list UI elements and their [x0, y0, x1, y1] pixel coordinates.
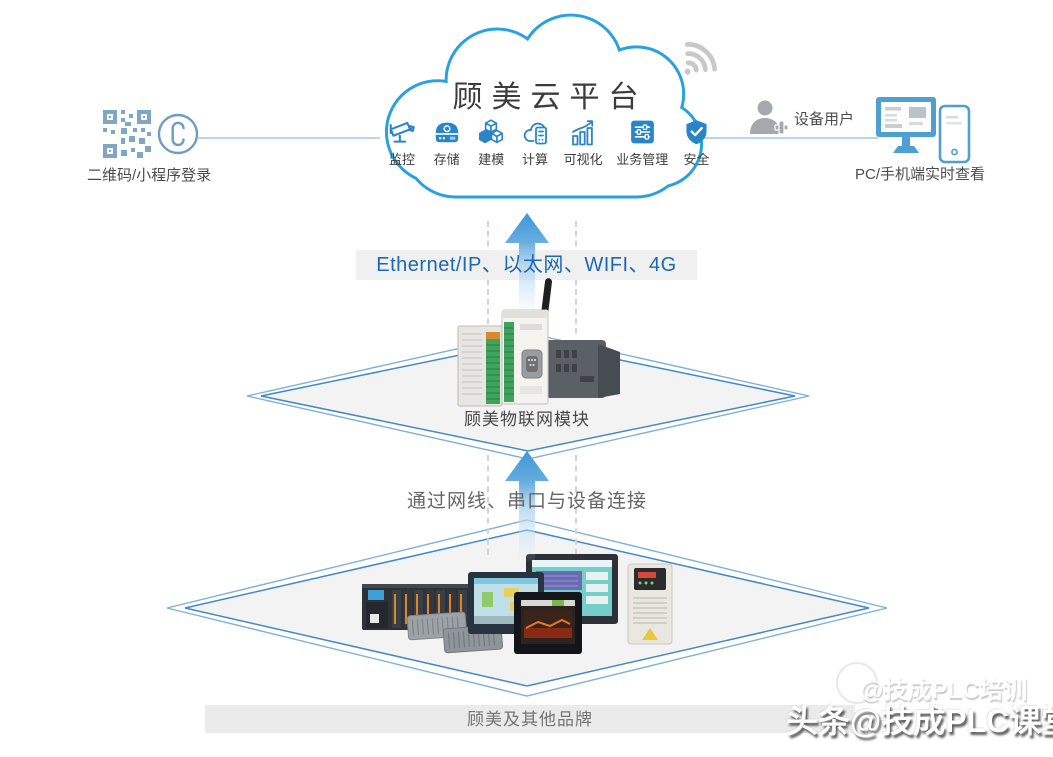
sliders-icon: [630, 120, 654, 144]
service-label: 安全: [683, 152, 710, 167]
network-banner-text: Ethernet/IP、以太网、WIFI、4G: [376, 254, 677, 276]
service-visualization: 可视化: [564, 118, 603, 168]
brands-bar-label: 顾美及其他品牌: [467, 710, 593, 729]
watermark-ghost-logo: [836, 662, 878, 704]
devices-image: [362, 554, 673, 654]
left-connector-line: [198, 137, 380, 139]
phone-icon: [938, 104, 971, 164]
service-security: 安全: [682, 118, 711, 168]
service-label: 业务管理: [616, 152, 669, 167]
service-monitoring: 监控: [387, 118, 417, 168]
service-storage: 存储: [431, 118, 463, 168]
service-label: 存储: [433, 152, 460, 167]
iot-module-image: [457, 278, 620, 407]
cloud-services-row: 监控 存储: [387, 118, 711, 168]
service-computing: 计算: [520, 118, 550, 168]
service-label: 建模: [478, 152, 505, 167]
client-view-label: PC/手机端实时查看: [854, 166, 985, 183]
service-label: 计算: [521, 152, 548, 167]
shield-check-icon: [686, 120, 707, 145]
wifi-signal-icon: [684, 42, 717, 75]
watermark-ghost-text: @技成PLC培训: [860, 677, 1028, 704]
brands-bar-bg: [205, 705, 855, 733]
dashed-line-lower-right: [575, 455, 577, 555]
arrow-up-to-module: [505, 451, 549, 563]
storage-icon: [435, 122, 458, 143]
service-label: 监控: [388, 152, 415, 167]
chart-icon: [572, 120, 594, 146]
cloud-platform-title: 顾美云平台: [452, 81, 648, 114]
service-modeling: 建模: [476, 118, 506, 168]
service-label: 可视化: [563, 152, 603, 167]
pc-monitor-icon: [876, 97, 936, 153]
iot-module-label: 顾美物联网模块: [464, 410, 590, 429]
mini-program-icon: [157, 113, 199, 155]
arrow-up-to-cloud: [505, 213, 549, 318]
right-connector-line: [704, 137, 878, 139]
device-user-label: 设备用户: [794, 111, 855, 128]
dashed-line-lower-left: [487, 455, 489, 555]
add-user-icon: [750, 100, 789, 135]
qr-code-icon: [103, 110, 151, 158]
cctv-camera-icon: [389, 121, 415, 143]
cubes-icon: [479, 119, 504, 144]
qr-login-label: 二维码/小程序登录: [87, 167, 212, 184]
cloud-compute-icon: [523, 122, 547, 145]
service-business-management: 业务管理: [616, 118, 668, 168]
watermark-text: 头条@技成PLC课堂: [786, 703, 1053, 739]
wired-link-text: 通过网线、串口与设备连接: [406, 491, 647, 512]
